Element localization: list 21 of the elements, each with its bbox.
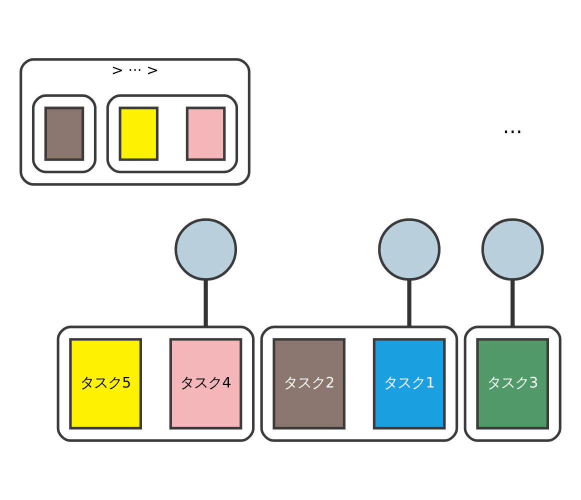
cluster (464, 326, 562, 442)
node-box: タスク4 (169, 338, 242, 430)
node-box (118, 106, 159, 161)
node-circle (378, 218, 441, 281)
node-box: タスク2 (272, 338, 346, 430)
node-box: タスク5 (69, 338, 142, 430)
connector (510, 280, 515, 327)
connector (407, 280, 412, 327)
node-box: タスク3 (476, 338, 550, 430)
cluster: > ··· > (20, 58, 250, 186)
cluster (56, 326, 255, 442)
node-box: タスク1 (372, 338, 446, 430)
node-box (44, 106, 84, 161)
cluster (260, 326, 458, 442)
cluster (106, 94, 238, 174)
label: ··· (502, 120, 522, 144)
connector (204, 280, 208, 327)
node-circle (481, 218, 544, 281)
node-box (186, 106, 226, 161)
cluster (32, 94, 97, 174)
node-circle (174, 218, 238, 281)
